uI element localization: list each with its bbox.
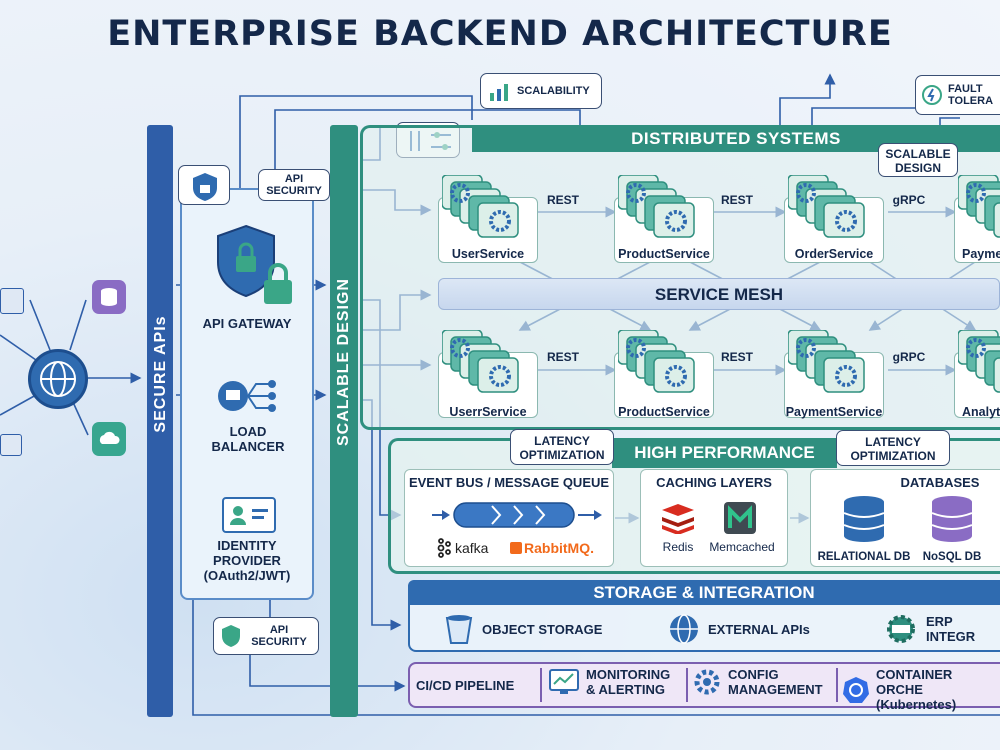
external-apis-item: EXTERNAL APIs bbox=[668, 613, 810, 645]
config-label: CONFIG MANAGEMENT bbox=[728, 667, 823, 697]
rabbitmq-logo: RabbitMQ. bbox=[510, 540, 594, 556]
kafka-icon bbox=[436, 538, 452, 558]
storage-integration-title: STORAGE & INTEGRATION bbox=[408, 580, 1000, 605]
recovery-icon bbox=[920, 83, 944, 107]
protocol-label: gRPC bbox=[892, 193, 926, 207]
identity-provider-label: IDENTITY PROVIDER (OAuth2/JWT) bbox=[203, 538, 291, 583]
fault-tolerance-callout: FAULT TOLERA bbox=[915, 75, 1000, 115]
databases-label: DATABASES bbox=[900, 475, 980, 490]
container-stack-icon bbox=[787, 329, 880, 394]
relational-db-label: RELATIONAL DB bbox=[817, 551, 911, 563]
service-mesh-bar: SERVICE MESH bbox=[438, 278, 1000, 310]
api-security-top-callout: API SECURITY bbox=[258, 169, 330, 201]
kubernetes-icon bbox=[842, 676, 870, 704]
api-security-bottom-label: API SECURITY bbox=[251, 624, 307, 648]
globe-icon bbox=[668, 613, 700, 645]
secure-apis-column bbox=[147, 125, 173, 717]
scalability-label: SCALABILITY bbox=[517, 85, 590, 97]
cicd-pipeline-label: CI/CD PIPELINE bbox=[416, 678, 515, 693]
secure-apis-label: SECURE APIs bbox=[152, 315, 169, 433]
strip-divider-2 bbox=[686, 668, 688, 702]
erp-integration-item: ERP INTEGR bbox=[884, 613, 1000, 645]
redis-label: Redis bbox=[662, 540, 694, 554]
network-globe-icon bbox=[28, 349, 88, 409]
container-item: CONTAINER ORCHE (Kubernetes) bbox=[842, 667, 1000, 712]
service-label: OrderService bbox=[794, 247, 874, 261]
scalable-design-column bbox=[330, 125, 358, 717]
container-stack-icon bbox=[957, 174, 1000, 239]
load-balancer-icon bbox=[216, 376, 280, 416]
service-label: PaymentService bbox=[785, 405, 883, 419]
kafka-text: kafka bbox=[455, 540, 489, 556]
monitoring-item: MONITORING & ALERTING bbox=[548, 667, 682, 697]
scalable-design-callout: SCALABLE DESIGN bbox=[878, 143, 958, 177]
lock-callout bbox=[178, 165, 230, 205]
latency-callout-1: LATENCY OPTIMIZATION bbox=[510, 429, 614, 465]
database-icon bbox=[92, 280, 126, 314]
shield-icon bbox=[220, 624, 242, 648]
scalability-callout: SCALABILITY bbox=[480, 73, 602, 109]
service-label: ProductService bbox=[618, 405, 710, 419]
protocol-label: REST bbox=[546, 193, 579, 207]
service-label: ProductService bbox=[618, 247, 710, 261]
fault-tolerance-label: FAULT TOLERA bbox=[948, 83, 994, 107]
redis-icon bbox=[660, 502, 696, 535]
nosql-db-label: NoSQL DB bbox=[922, 551, 982, 563]
caching-layers-label: CACHING LAYERS bbox=[656, 475, 772, 490]
external-apis-label: EXTERNAL APIs bbox=[708, 621, 810, 637]
strip-divider-3 bbox=[836, 668, 838, 702]
api-security-bottom-callout: API SECURITY bbox=[213, 617, 319, 655]
kafka-logo: kafka bbox=[436, 538, 488, 558]
protocol-label: gRPC bbox=[892, 350, 926, 364]
server-icon bbox=[0, 434, 22, 456]
memcached-label: Memcached bbox=[709, 540, 775, 554]
bar-chart-icon bbox=[487, 79, 511, 103]
monitor-chart-icon bbox=[548, 668, 580, 696]
caching-layers-card bbox=[640, 469, 788, 567]
rabbitmq-text: RabbitMQ. bbox=[524, 540, 594, 556]
bucket-icon bbox=[444, 613, 474, 645]
protocol-label: REST bbox=[546, 350, 579, 364]
shield-lock-icon bbox=[212, 222, 298, 312]
scalable-design-label: SCALABLE DESIGN bbox=[335, 278, 352, 446]
protocol-label: REST bbox=[720, 193, 753, 207]
protocol-label: REST bbox=[720, 350, 753, 364]
page-title: ENTERPRISE BACKEND ARCHITECTURE bbox=[107, 14, 893, 54]
container-stack-icon bbox=[441, 174, 534, 239]
memcached-icon bbox=[724, 502, 756, 534]
container-stack-icon bbox=[787, 174, 880, 239]
relational-db-icon bbox=[842, 494, 886, 544]
service-label: Payme bbox=[962, 247, 1000, 261]
api-gateway-label: API GATEWAY bbox=[202, 316, 292, 331]
load-balancer-label: LOAD BALANCER bbox=[211, 424, 285, 454]
object-storage-item: OBJECT STORAGE bbox=[444, 613, 602, 645]
container-stack-icon bbox=[441, 329, 534, 394]
cloud-icon bbox=[92, 422, 126, 456]
browser-icon bbox=[0, 288, 24, 314]
high-performance-title: HIGH PERFORMANCE bbox=[612, 438, 837, 468]
message-queue-icon bbox=[432, 500, 602, 530]
container-stack-icon bbox=[617, 329, 710, 394]
service-label: Analyt bbox=[962, 405, 1000, 419]
monitoring-label: MONITORING & ALERTING bbox=[586, 667, 671, 697]
nosql-db-icon bbox=[930, 494, 974, 544]
strip-divider-1 bbox=[540, 668, 542, 702]
rabbitmq-icon bbox=[510, 542, 522, 554]
service-label: UserrService bbox=[449, 405, 527, 419]
ops-pipeline-strip bbox=[408, 662, 1000, 708]
service-label: UserService bbox=[451, 247, 525, 261]
gear-icon bbox=[692, 667, 722, 697]
latency-callout-2: LATENCY OPTIMIZATION bbox=[836, 430, 950, 466]
container-label: CONTAINER ORCHE (Kubernetes) bbox=[876, 667, 957, 712]
event-bus-label: EVENT BUS / MESSAGE QUEUE bbox=[408, 475, 610, 490]
identity-card-icon bbox=[222, 497, 276, 533]
config-item: CONFIG MANAGEMENT bbox=[692, 667, 828, 697]
object-storage-label: OBJECT STORAGE bbox=[482, 621, 603, 637]
container-stack-icon bbox=[957, 329, 1000, 394]
erp-gear-icon bbox=[884, 613, 918, 645]
erp-integration-label: ERP INTEGR bbox=[926, 614, 976, 644]
container-stack-icon bbox=[617, 174, 710, 239]
